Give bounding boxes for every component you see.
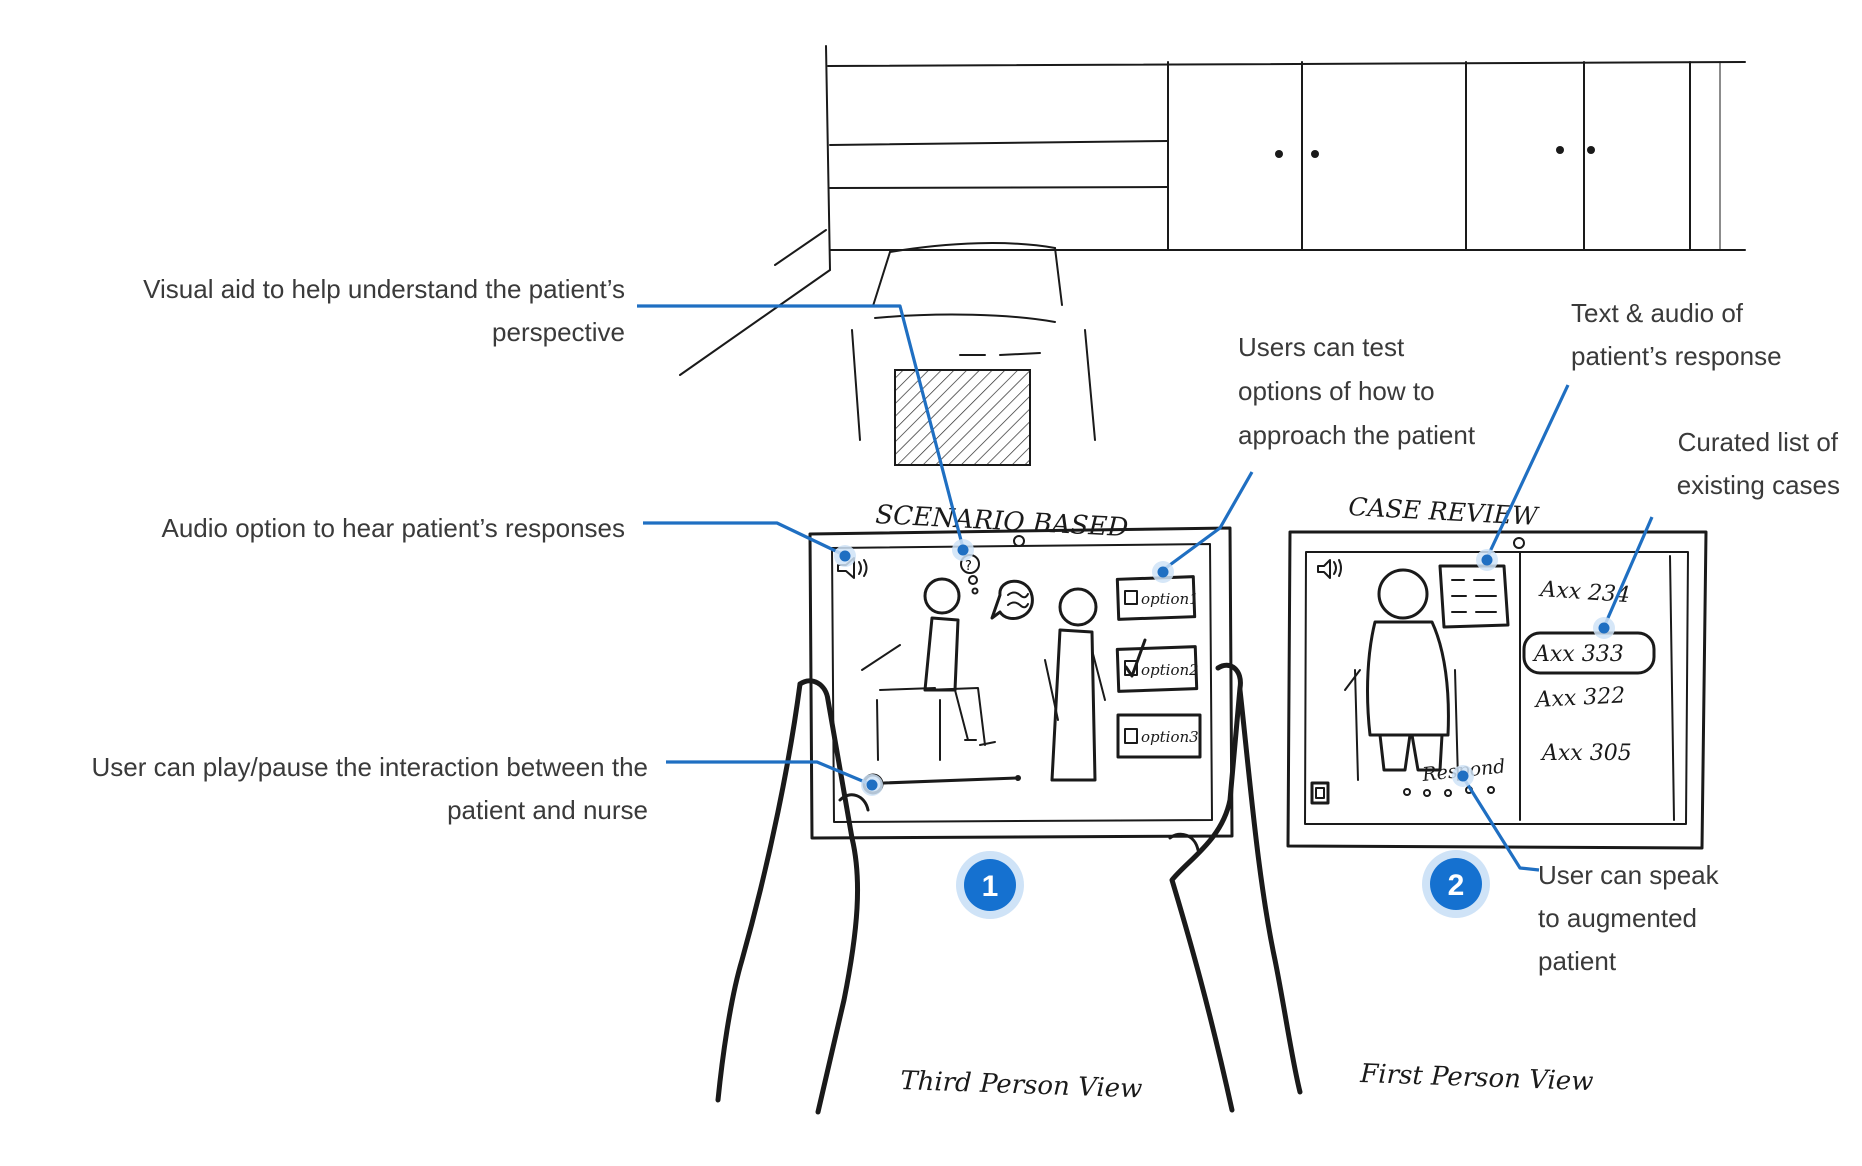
annotation-speak: User can speak to augmented patient bbox=[1538, 860, 1720, 976]
svg-text:option2: option2 bbox=[1141, 661, 1199, 679]
leader-play-pause bbox=[666, 760, 873, 787]
case-item: Axx 322 bbox=[1533, 683, 1626, 713]
annotation-test-options: Users can test options of how to approac… bbox=[1238, 332, 1476, 450]
svg-text:patient: patient bbox=[1538, 946, 1617, 976]
screen2-tablet-sketch: CASE REVIEW Respond bbox=[1286, 492, 1708, 850]
badge-2: 2 bbox=[1422, 850, 1490, 918]
leader-audio-option bbox=[643, 521, 843, 556]
background-monitor-sketch bbox=[851, 242, 1096, 466]
leader-curated-list bbox=[1602, 516, 1654, 628]
text-bubble-icon bbox=[1438, 564, 1510, 629]
screen1-title: SCENARIO BASED bbox=[875, 500, 1130, 543]
svg-text:option3: option3 bbox=[1141, 728, 1199, 746]
annotation-play-pause: User can play/pause the interaction betw… bbox=[92, 752, 648, 825]
room-cabinets-sketch bbox=[679, 45, 1746, 376]
play-pause-control bbox=[862, 773, 1021, 795]
svg-text:approach the patient: approach the patient bbox=[1238, 420, 1476, 450]
case-item: Axx 234 bbox=[1538, 577, 1631, 608]
option-item: option1 bbox=[1115, 575, 1199, 621]
svg-text:1: 1 bbox=[982, 870, 999, 903]
selected-case-outline bbox=[1522, 631, 1656, 675]
case-list: Axx 234 Axx 333 Axx 322 Axx 305 bbox=[1522, 577, 1656, 766]
svg-text:Users can test: Users can test bbox=[1238, 332, 1405, 362]
patient-figure-sketch bbox=[1344, 568, 1459, 781]
hands-sketch bbox=[715, 662, 1303, 1115]
patient-figure-sketch bbox=[861, 577, 996, 761]
svg-text:User can play/pause the intera: User can play/pause the interaction betw… bbox=[92, 752, 648, 782]
leader-visual-aid bbox=[637, 304, 965, 549]
svg-text:patient’s response: patient’s response bbox=[1571, 341, 1782, 371]
svg-text:?: ? bbox=[965, 559, 972, 574]
svg-text:existing cases: existing cases bbox=[1677, 470, 1840, 500]
option-item-checked: option2 bbox=[1115, 638, 1199, 693]
svg-text:User can speak: User can speak bbox=[1538, 860, 1720, 890]
leader-text-audio bbox=[1485, 384, 1570, 559]
svg-text:2: 2 bbox=[1448, 869, 1465, 902]
speech-bubble-icon bbox=[990, 579, 1034, 621]
svg-text:patient and nurse: patient and nurse bbox=[447, 795, 648, 825]
caption-first-person: First Person View bbox=[1359, 1059, 1594, 1097]
svg-text:perspective: perspective bbox=[492, 317, 625, 347]
nurse-figure-sketch bbox=[1044, 587, 1106, 782]
leader-test-options bbox=[1162, 471, 1254, 572]
annotation-curated-list: Curated list of existing cases bbox=[1677, 427, 1840, 500]
svg-text:to augmented: to augmented bbox=[1538, 903, 1697, 933]
speaker-icon bbox=[1317, 559, 1342, 579]
case-item: Axx 305 bbox=[1540, 741, 1632, 766]
caption-third-person: Third Person View bbox=[900, 1066, 1143, 1104]
option-list: option1 option2 option3 bbox=[1115, 575, 1202, 759]
annotation-visual-aid: Visual aid to help understand the patien… bbox=[143, 274, 625, 347]
svg-text:Visual aid to help understand: Visual aid to help understand the patien… bbox=[143, 274, 625, 304]
badge-1: 1 bbox=[956, 851, 1024, 919]
svg-text:options of how to: options of how to bbox=[1238, 376, 1435, 406]
screen2-title: CASE REVIEW bbox=[1348, 492, 1541, 531]
svg-text:Text & audio of: Text & audio of bbox=[1571, 298, 1744, 328]
leader-dots bbox=[834, 539, 1615, 796]
annotation-text-audio: Text & audio of patient’s response bbox=[1571, 298, 1782, 371]
svg-text:Audio option to hear patient’s: Audio option to hear patient’s responses bbox=[161, 513, 625, 543]
microphone-icon bbox=[1310, 781, 1330, 805]
pagination-dots bbox=[1403, 786, 1495, 797]
leader-speak bbox=[1461, 776, 1540, 872]
annotation-leaders bbox=[637, 304, 1654, 872]
case-item-selected: Axx 333 bbox=[1532, 642, 1624, 667]
annotation-audio-option: Audio option to hear patient’s responses bbox=[161, 513, 625, 543]
option-item: option3 bbox=[1116, 713, 1202, 759]
svg-text:Curated list of: Curated list of bbox=[1678, 427, 1839, 457]
svg-text:option1: option1 bbox=[1141, 590, 1199, 608]
